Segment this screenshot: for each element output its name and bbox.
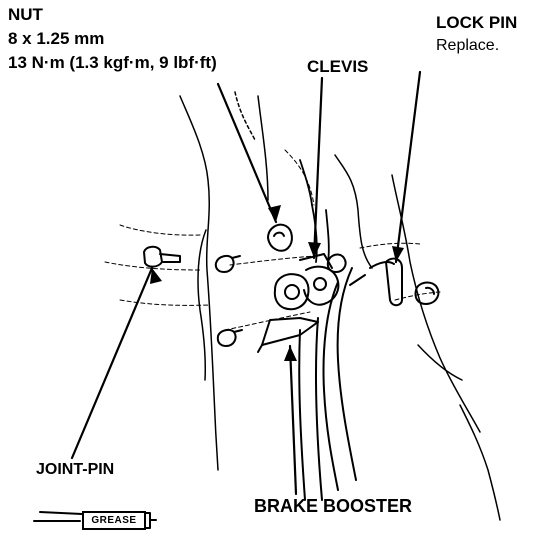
firewall-panel-outline <box>179 91 269 471</box>
clevis-label: CLEVIS <box>307 57 369 76</box>
brake-booster-body <box>322 267 357 491</box>
nut-title-label: NUT <box>8 5 43 24</box>
leader-lines <box>70 70 422 496</box>
brake-pedal-arm <box>299 159 330 263</box>
leader-arrowheads <box>150 205 404 361</box>
push-rod <box>298 317 323 501</box>
hidden-lines <box>104 149 441 331</box>
joint-pin-label: JOINT-PIN <box>36 461 115 478</box>
grease-badge: GREASE <box>82 511 146 530</box>
lock-pin-label: LOCK PIN <box>436 13 518 32</box>
right-body-panel <box>334 154 501 521</box>
lock-pin-part <box>349 257 403 307</box>
mounting-studs <box>214 253 440 347</box>
nut-part <box>267 223 293 252</box>
grease-gun-icon <box>33 511 157 529</box>
clevis-assembly <box>257 253 340 353</box>
joint-pin-part <box>143 245 181 268</box>
nut-torque-label: 13 N·m (1.3 kgf·m, 9 lbf·ft) <box>8 53 217 72</box>
nut-size-label: 8 x 1.25 mm <box>8 29 105 48</box>
brake-booster-label: BRAKE BOOSTER <box>254 496 413 516</box>
lock-pin-note: Replace. <box>436 37 500 54</box>
